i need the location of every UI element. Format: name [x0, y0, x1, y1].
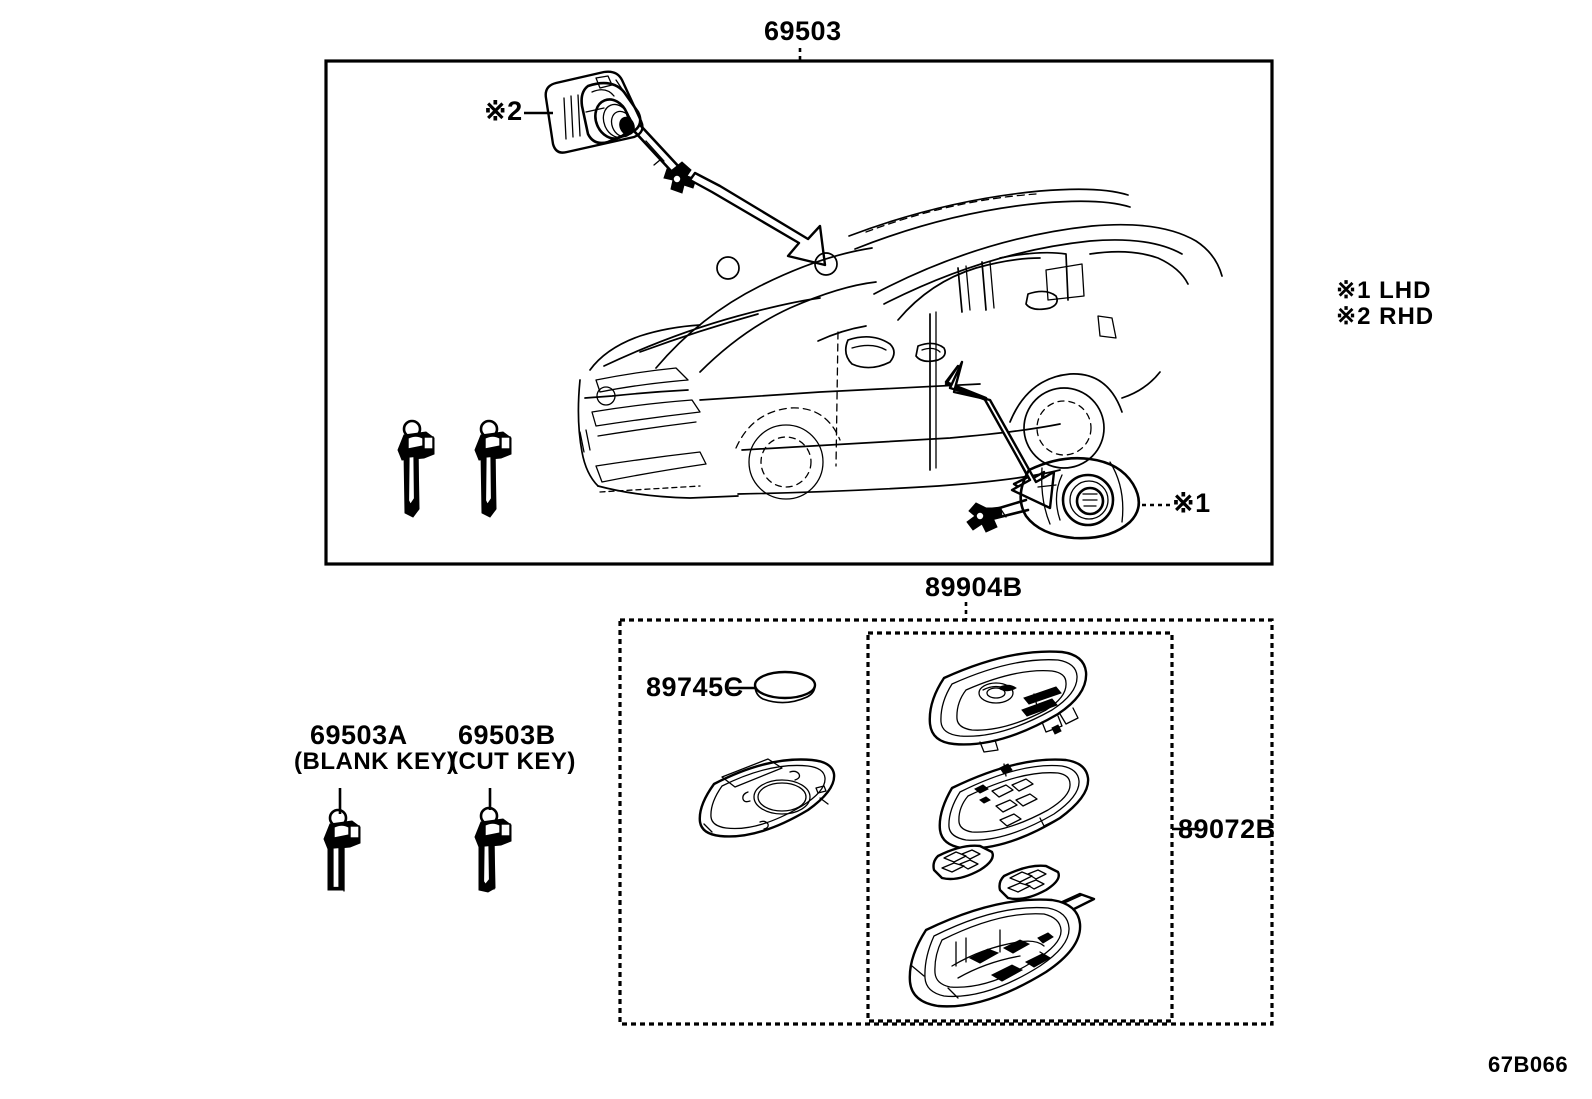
- key-cut-69503b: [474, 788, 512, 893]
- vehicle-illustration: [577, 188, 1223, 500]
- mark-rhd: ※2: [484, 96, 523, 126]
- label-89745c: 89745C: [646, 672, 744, 702]
- legend-rhd-mark: ※2: [1336, 303, 1372, 330]
- box-89904b: [618, 618, 1274, 1026]
- key-left-top: [397, 419, 435, 518]
- label-69503a-name: (BLANK KEY): [294, 748, 456, 775]
- label-89072b: 89072B: [1178, 814, 1276, 844]
- label-69503b: 69503B: [458, 720, 556, 750]
- fob-top-cover: [928, 650, 1088, 753]
- fob-button-plate: [938, 758, 1090, 850]
- label-69503: 69503: [764, 16, 842, 46]
- figure-code: 67B066: [1488, 1052, 1569, 1077]
- legend-lhd-mark: ※1: [1336, 277, 1372, 304]
- label-69503b-name: (CUT KEY): [450, 748, 576, 775]
- key-pair-top-box: [397, 419, 512, 518]
- arrow-to-door-upper: [688, 171, 827, 267]
- rhd-lock-cylinder-assembly: [544, 70, 697, 194]
- box-89072b: [866, 631, 1174, 1023]
- legend-lhd: ※1 LHD: [1336, 276, 1431, 305]
- lhd-lock-cylinder-assembly: [966, 456, 1141, 540]
- box-69503: [324, 59, 1274, 566]
- fob-lower-housing: [908, 898, 1082, 1008]
- label-69503a: 69503A: [310, 720, 408, 750]
- battery-89745c: [753, 670, 817, 704]
- fob-inner-board: [698, 758, 836, 838]
- legend-rhd: ※2 RHD: [1336, 302, 1434, 331]
- key-right-top: [474, 419, 512, 518]
- legend-lhd-text: LHD: [1379, 277, 1432, 304]
- key-blank-69503a: [323, 788, 361, 892]
- label-89904b: 89904B: [925, 572, 1023, 602]
- legend-rhd-text: RHD: [1379, 303, 1435, 330]
- mark-lhd: ※1: [1172, 488, 1211, 518]
